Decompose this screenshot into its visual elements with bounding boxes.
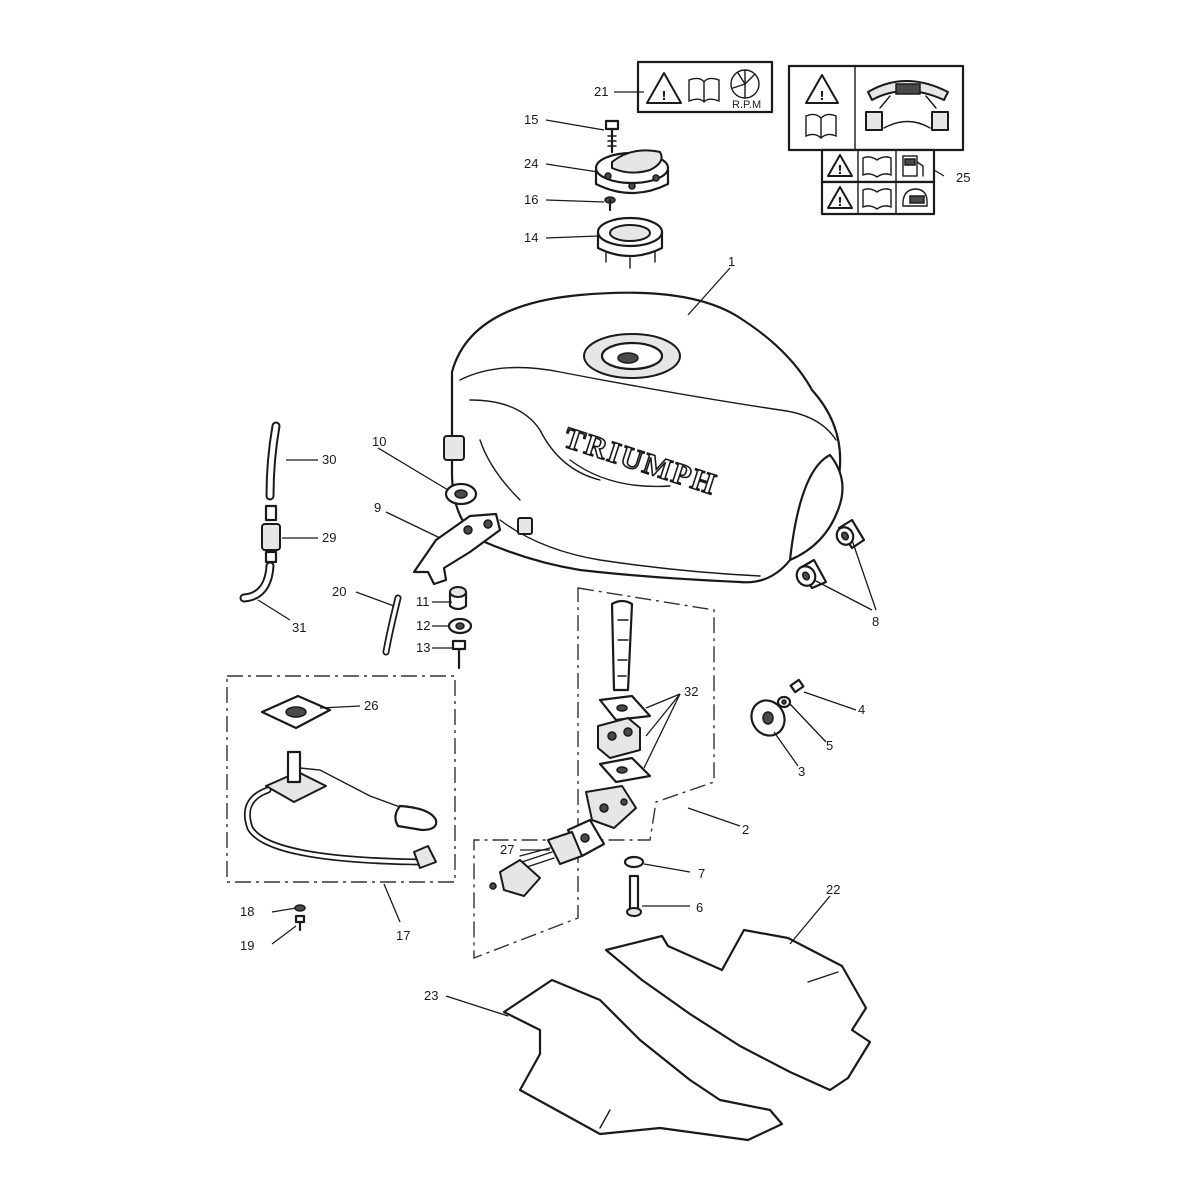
rpm-text: R.P.M — [732, 99, 761, 111]
callout-12: 12 — [416, 618, 430, 633]
helmet-icon — [902, 188, 928, 207]
hose-20 — [382, 594, 402, 656]
callout-11: 11 — [416, 594, 430, 609]
callout-15: 15 — [524, 112, 538, 127]
bolt-15 — [604, 119, 620, 154]
callout-7: 7 — [698, 866, 705, 881]
pad-23 — [502, 978, 784, 1142]
spacer-8b — [795, 558, 828, 590]
callout-26: 26 — [364, 698, 378, 713]
callout-18: 18 — [240, 904, 254, 919]
bolt-4 — [789, 678, 805, 694]
fuel-tank-1: TRIUMPH — [443, 291, 844, 584]
callout-3: 3 — [798, 764, 805, 779]
svg-text:!: ! — [837, 163, 842, 177]
callout-numbers: 1 2 3 4 5 6 7 8 9 10 11 12 13 14 15 16 1… — [240, 84, 970, 1003]
callout-2: 2 — [742, 822, 749, 837]
fuel-tap-body — [585, 785, 637, 829]
washer-18 — [294, 904, 306, 912]
fuel-tap-group-outline — [473, 587, 715, 960]
warning-triangle-icon: ! — [827, 186, 853, 209]
callout-31: 31 — [292, 620, 306, 635]
washer-5 — [776, 695, 792, 709]
warning-triangle-icon: ! — [805, 74, 839, 104]
callout-21: 21 — [594, 84, 608, 99]
hose-31 — [239, 561, 275, 603]
callout-1: 1 — [728, 254, 735, 269]
callout-14: 14 — [524, 230, 538, 245]
filler-cap-24 — [594, 149, 670, 194]
washer-7 — [623, 855, 645, 869]
warning-label-21: ! R.P.M — [636, 60, 774, 114]
svg-text:!: ! — [819, 89, 824, 103]
callout-5: 5 — [826, 738, 833, 753]
callout-9: 9 — [374, 500, 381, 515]
callout-25: 25 — [956, 170, 970, 185]
handlebar-icon — [865, 80, 949, 131]
callout-22: 22 — [826, 882, 840, 897]
callout-27: 27 — [500, 842, 514, 857]
leader-lines — [257, 91, 945, 1017]
callout-16: 16 — [524, 192, 538, 207]
callout-8: 8 — [872, 614, 879, 629]
pad-22 — [604, 928, 872, 1092]
callout-30: 30 — [322, 452, 336, 467]
bolt-6 — [626, 874, 642, 917]
callout-32: 32 — [684, 684, 698, 699]
fuel-filter-29 — [261, 504, 281, 564]
callout-17: 17 — [396, 928, 410, 943]
callout-6: 6 — [696, 900, 703, 915]
screw-16 — [604, 196, 616, 212]
screw-19 — [294, 914, 306, 932]
bracket-9 — [412, 512, 502, 586]
bolt-11 — [448, 586, 468, 611]
spacer-8a — [835, 518, 866, 550]
hose-30 — [265, 421, 281, 501]
warning-label-25: ! ! ! — [787, 64, 965, 216]
filler-ring-14 — [596, 216, 664, 269]
callout-29: 29 — [322, 530, 336, 545]
callout-20: 20 — [332, 584, 346, 599]
cap-3 — [750, 699, 786, 737]
grommet-10 — [444, 482, 478, 506]
warning-triangle-icon: ! — [646, 72, 682, 104]
callout-24: 24 — [524, 156, 538, 171]
tap-lever-27 — [489, 818, 606, 897]
callout-23: 23 — [424, 988, 438, 1003]
manual-book-icon — [862, 156, 892, 210]
callout-4: 4 — [858, 702, 865, 717]
manual-book-icon — [805, 113, 837, 139]
bolt-13 — [451, 639, 467, 670]
svg-text:!: ! — [661, 89, 666, 103]
manual-book-icon — [688, 77, 720, 104]
washer-12 — [447, 617, 473, 635]
svg-text:!: ! — [837, 195, 842, 209]
gaskets-32 — [597, 694, 652, 784]
sender-group-outline — [226, 675, 456, 883]
fuel-pump-icon — [902, 155, 924, 177]
pickup-tube — [610, 599, 634, 692]
callout-13: 13 — [416, 640, 430, 655]
gasket-26 — [260, 694, 332, 730]
warning-triangle-icon: ! — [827, 154, 853, 177]
tachometer-icon — [730, 69, 760, 99]
fuel-sender — [243, 750, 438, 869]
callout-10: 10 — [372, 434, 386, 449]
callout-19: 19 — [240, 938, 254, 953]
